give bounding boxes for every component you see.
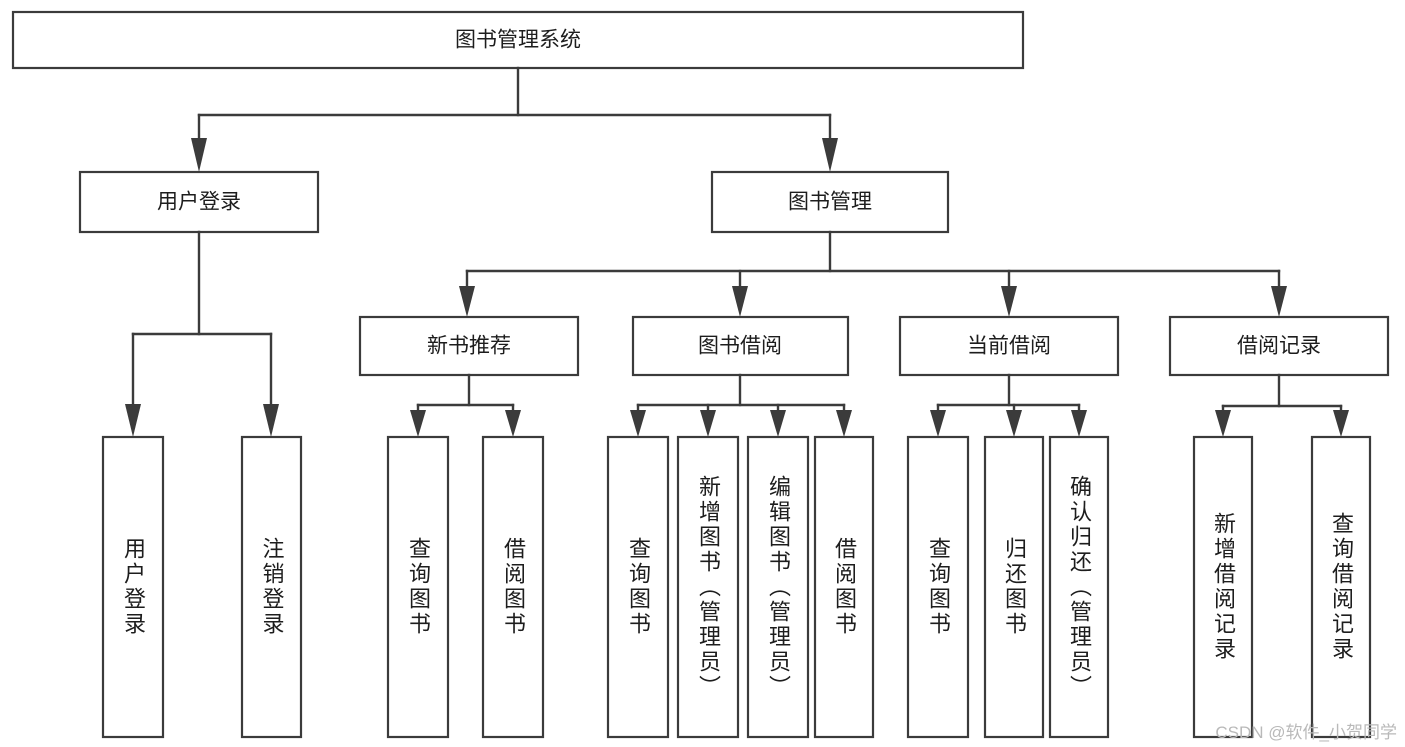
node-box-root[interactable] (11, 10, 1025, 70)
connector-new-book-recommend-to-leaves (410, 373, 521, 437)
arrow-head-leaf-edit-book-admin (770, 410, 786, 437)
arrow-head-book-management (822, 138, 838, 172)
node-box-current-borrow[interactable] (898, 315, 1120, 377)
node-box-leaf-return-book[interactable] (983, 435, 1045, 739)
node-box-leaf-query-book-borrow[interactable] (606, 435, 670, 739)
arrow-head-leaf-user-login (125, 404, 141, 437)
node-box-leaf-add-borrow-record[interactable] (1192, 435, 1254, 739)
arrow-head-leaf-query-book-recommend (410, 410, 426, 437)
node-label-book-borrow: 图书借阅 (698, 335, 782, 358)
arrow-head-leaf-borrow-book-recommend (505, 410, 521, 437)
node-label-current-borrow: 当前借阅 (967, 335, 1051, 358)
node-box-leaf-user-logout[interactable] (240, 435, 303, 739)
arrow-head-borrow-record (1271, 286, 1287, 317)
arrow-head-leaf-user-logout (263, 404, 279, 437)
arrow-head-leaf-query-borrow-record (1333, 410, 1349, 437)
node-box-leaf-edit-book-admin[interactable] (746, 435, 810, 739)
node-label-book-management: 图书管理 (788, 191, 872, 214)
arrow-head-leaf-query-book-borrow (630, 410, 646, 437)
arrow-head-leaf-add-borrow-record (1215, 410, 1231, 437)
arrow-head-leaf-add-book-admin (700, 410, 716, 437)
arrow-head-leaf-return-book (1006, 410, 1022, 437)
arrow-head-current-borrow (1001, 286, 1017, 317)
node-box-leaf-query-book-current[interactable] (906, 435, 970, 739)
node-box-user-login[interactable] (78, 170, 320, 234)
node-label-borrow-record: 借阅记录 (1237, 335, 1321, 358)
csdn-watermark: CSDN @软件_小贺同学 (1215, 723, 1397, 742)
connector-current-borrow-to-leaves (930, 373, 1087, 437)
connector-borrow-record-to-leaves (1215, 373, 1349, 437)
connector-root-to-level2 (191, 66, 838, 172)
arrow-head-leaf-query-book-current (930, 410, 946, 437)
node-box-leaf-borrow-book[interactable] (813, 435, 875, 739)
node-box-leaf-query-book-recommend[interactable] (386, 435, 450, 739)
node-label-user-login: 用户登录 (157, 191, 241, 214)
node-box-leaf-add-book-admin[interactable] (676, 435, 740, 739)
arrow-head-user-login (191, 138, 207, 172)
arrow-head-book-borrow (732, 286, 748, 317)
node-label-root: 图书管理系统 (455, 29, 581, 52)
node-box-leaf-borrow-book-recommend[interactable] (481, 435, 545, 739)
connector-book-borrow-to-leaves (630, 373, 852, 437)
connector-book-management-to-level3 (459, 230, 1287, 317)
node-box-leaf-confirm-return-admin[interactable] (1048, 435, 1110, 739)
node-labels-horizontal: 图书管理系统 用户登录 图书管理 新书推荐 图书借阅 当前借阅 借阅记录 (157, 29, 1321, 358)
arrow-head-leaf-confirm-return-admin (1071, 410, 1087, 437)
connector-user-login-to-leaves (125, 230, 279, 437)
arrow-head-new-book-recommend (459, 286, 475, 317)
node-box-new-book-recommend[interactable] (358, 315, 580, 377)
node-boxes (11, 10, 1390, 739)
node-box-leaf-user-login[interactable] (101, 435, 165, 739)
arrow-head-leaf-borrow-book (836, 410, 852, 437)
node-box-leaf-query-borrow-record[interactable] (1310, 435, 1372, 739)
node-label-new-book-recommend: 新书推荐 (427, 335, 511, 358)
